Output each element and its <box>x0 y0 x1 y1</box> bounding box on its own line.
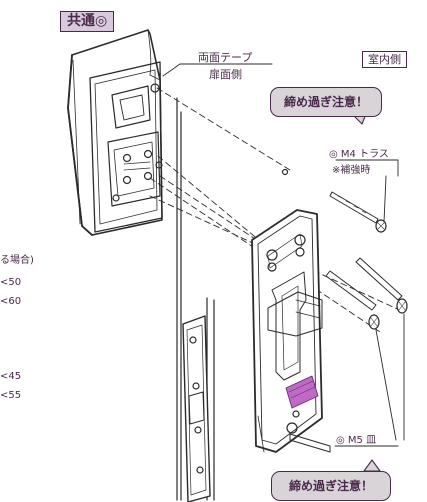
cropped-side-text: <45 <box>0 371 22 382</box>
outdoor-unit-body <box>67 29 163 236</box>
screw-m5-right <box>355 257 408 314</box>
screw-m4 <box>329 191 387 233</box>
indoor-mounting-plate <box>251 209 331 453</box>
washer <box>281 168 289 176</box>
screw-m4-label: ◎ M4 トラス <box>329 149 389 160</box>
cropped-side-text: る場合) <box>0 255 34 266</box>
cropped-side-text: <60 <box>0 296 22 307</box>
caution-bubble-bottom: 締め過ぎ注意！ <box>271 471 391 501</box>
leader-lines <box>162 63 405 447</box>
strike-plate <box>182 315 211 502</box>
screw-m5-label: ◎ M5 皿 <box>336 435 377 446</box>
tape-label: 両面テープ <box>198 51 253 64</box>
indoor-side-label: 室内側 <box>362 51 407 68</box>
cropped-side-text: <50 <box>0 277 22 288</box>
caution-bubble-top: 締め過ぎ注意！ <box>270 87 382 117</box>
door-side-label: 扉面側 <box>209 68 242 81</box>
cropped-side-text: <55 <box>0 390 22 401</box>
screw-m5-left <box>325 270 380 330</box>
reinforcement-note: ※補強時 <box>332 165 371 176</box>
common-badge: 共通◎ <box>60 11 115 32</box>
